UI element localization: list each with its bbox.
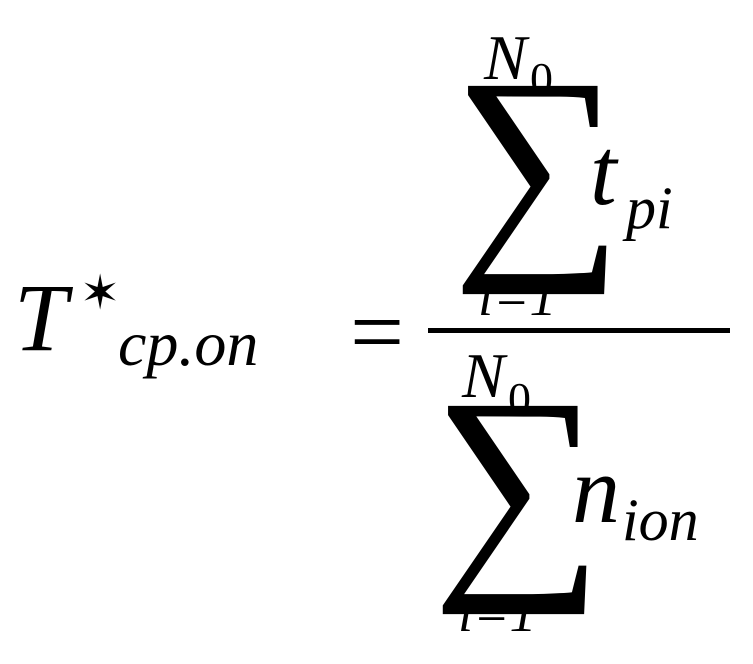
denominator-upper-limit: N: [462, 340, 505, 411]
numerator-term: t: [590, 118, 617, 225]
denominator-term-sub: ion: [622, 487, 699, 553]
equals-sign: =: [350, 278, 405, 385]
numerator-lower-limit: i=1: [478, 267, 557, 327]
denominator-term: n: [572, 436, 620, 543]
numerator-term-sub: pi: [626, 175, 673, 241]
numerator-upper-limit: N: [484, 22, 527, 93]
denominator-sum-symbol: ∑: [432, 349, 604, 615]
lhs-superscript-star: ✶: [80, 267, 121, 320]
lhs-subscript: cp.on: [118, 308, 259, 379]
fraction-bar: [428, 328, 730, 333]
lhs-symbol: T: [14, 264, 68, 371]
numerator-sum-symbol: ∑: [452, 29, 624, 295]
denominator-upper-limit-sub: 0: [508, 373, 531, 424]
denominator-lower-limit: i=1: [458, 583, 537, 643]
numerator-upper-limit-sub: 0: [530, 53, 553, 104]
